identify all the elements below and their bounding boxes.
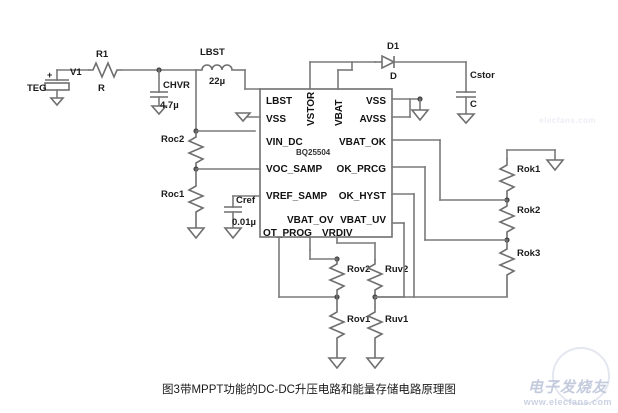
ic-pin-ok-prcg-label: OK_PRCG <box>337 164 387 175</box>
ic-vss-left-ground <box>234 112 261 123</box>
cstor-value-label: C <box>470 99 477 110</box>
ic-pin-vbat-label: VBAT <box>334 100 345 126</box>
resistor-rok1-symbol <box>497 158 517 200</box>
rok3-refdes-label: Rok3 <box>517 248 540 259</box>
resistor-rok3-symbol <box>497 240 517 297</box>
cref-refdes-label: Cref <box>236 195 256 206</box>
cstor-refdes-label: Cstor <box>470 70 495 81</box>
ground-symbol-rok <box>545 159 565 172</box>
resistor-rov2-symbol <box>327 259 347 297</box>
capacitor-cref-symbol <box>223 195 261 240</box>
ruv2-refdes-label: Ruv2 <box>385 264 408 275</box>
resistor-rov1-symbol <box>327 297 347 370</box>
ic-part-number-label: BQ25504 <box>296 148 331 157</box>
chvr-value-label: 4.7µ <box>160 100 179 111</box>
rov1-refdes-label: Rov1 <box>347 314 371 325</box>
ic-pin-vstor-label: VSTOR <box>306 91 317 126</box>
ic-pin-vbat-uv-label: VBAT_UV <box>340 215 386 226</box>
source-refdes-label: V1 <box>70 67 82 78</box>
ic-pin-ot-prog-label: OT_PROG <box>263 228 312 239</box>
ic-pin-vin-dc-label: VIN_DC <box>266 137 303 148</box>
d1-value-label: D <box>390 71 397 82</box>
r1-refdes-label: R1 <box>96 49 109 60</box>
diode-d1-symbol <box>374 54 467 70</box>
teg-source-symbol <box>44 69 89 107</box>
rok2-refdes-label: Rok2 <box>517 205 540 216</box>
ic-body-rect <box>259 88 393 238</box>
chvr-refdes-label: CHVR <box>163 80 190 91</box>
ic-pin-vss-right-label: VSS <box>366 96 386 107</box>
resistor-ruv2-symbol <box>365 259 385 297</box>
ic-pin-lbst-label: LBST <box>266 96 292 107</box>
source-polarity-label: + <box>47 70 52 80</box>
r1-value-label: R <box>98 83 105 94</box>
rov2-refdes-label: Rov2 <box>347 264 370 275</box>
rok1-refdes-label: Rok1 <box>517 164 541 175</box>
ic-pin-voc-samp-label: VOC_SAMP <box>266 164 322 175</box>
ic-pin-vbat-ov-label: VBAT_OV <box>287 215 334 226</box>
inductor-lbst-symbol <box>195 64 261 90</box>
capacitor-chvr-symbol <box>150 69 168 116</box>
roc1-refdes-label: Roc1 <box>161 189 185 200</box>
lbst-refdes-label: LBST <box>200 47 225 58</box>
resistor-r1-symbol <box>88 60 122 80</box>
resistor-roc2-symbol <box>186 131 206 169</box>
cref-value-label: 0.01µ <box>232 217 256 228</box>
resistor-roc1-symbol <box>186 169 206 240</box>
ic-pin-vrdiv-label: VRDIV <box>322 228 353 239</box>
lbst-value-label: 22µ <box>209 76 225 87</box>
resistor-rok2-symbol <box>497 200 517 240</box>
ic-pin-vss-left-label: VSS <box>266 114 286 125</box>
d1-refdes-label: D1 <box>387 41 400 52</box>
watermark-ring-logo <box>552 347 610 405</box>
roc2-refdes-label: Roc2 <box>161 134 184 145</box>
capacitor-cstor-symbol <box>456 61 476 125</box>
ruv1-refdes-label: Ruv1 <box>385 314 409 325</box>
ic-pin-avss-label: AVSS <box>360 114 387 125</box>
ic-pin-vref-samp-label: VREF_SAMP <box>266 191 327 202</box>
ic-pin-ok-hyst-label: OK_HYST <box>339 191 386 202</box>
ground-symbol-avss <box>410 109 430 122</box>
ic-pin-vbat-ok-label: VBAT_OK <box>339 137 387 148</box>
teg-label: TEG <box>27 83 47 94</box>
resistor-ruv1-symbol <box>365 297 385 370</box>
figure-caption: 图3带MPPT功能的DC-DC升压电路和能量存储电路原理图 <box>162 384 456 396</box>
